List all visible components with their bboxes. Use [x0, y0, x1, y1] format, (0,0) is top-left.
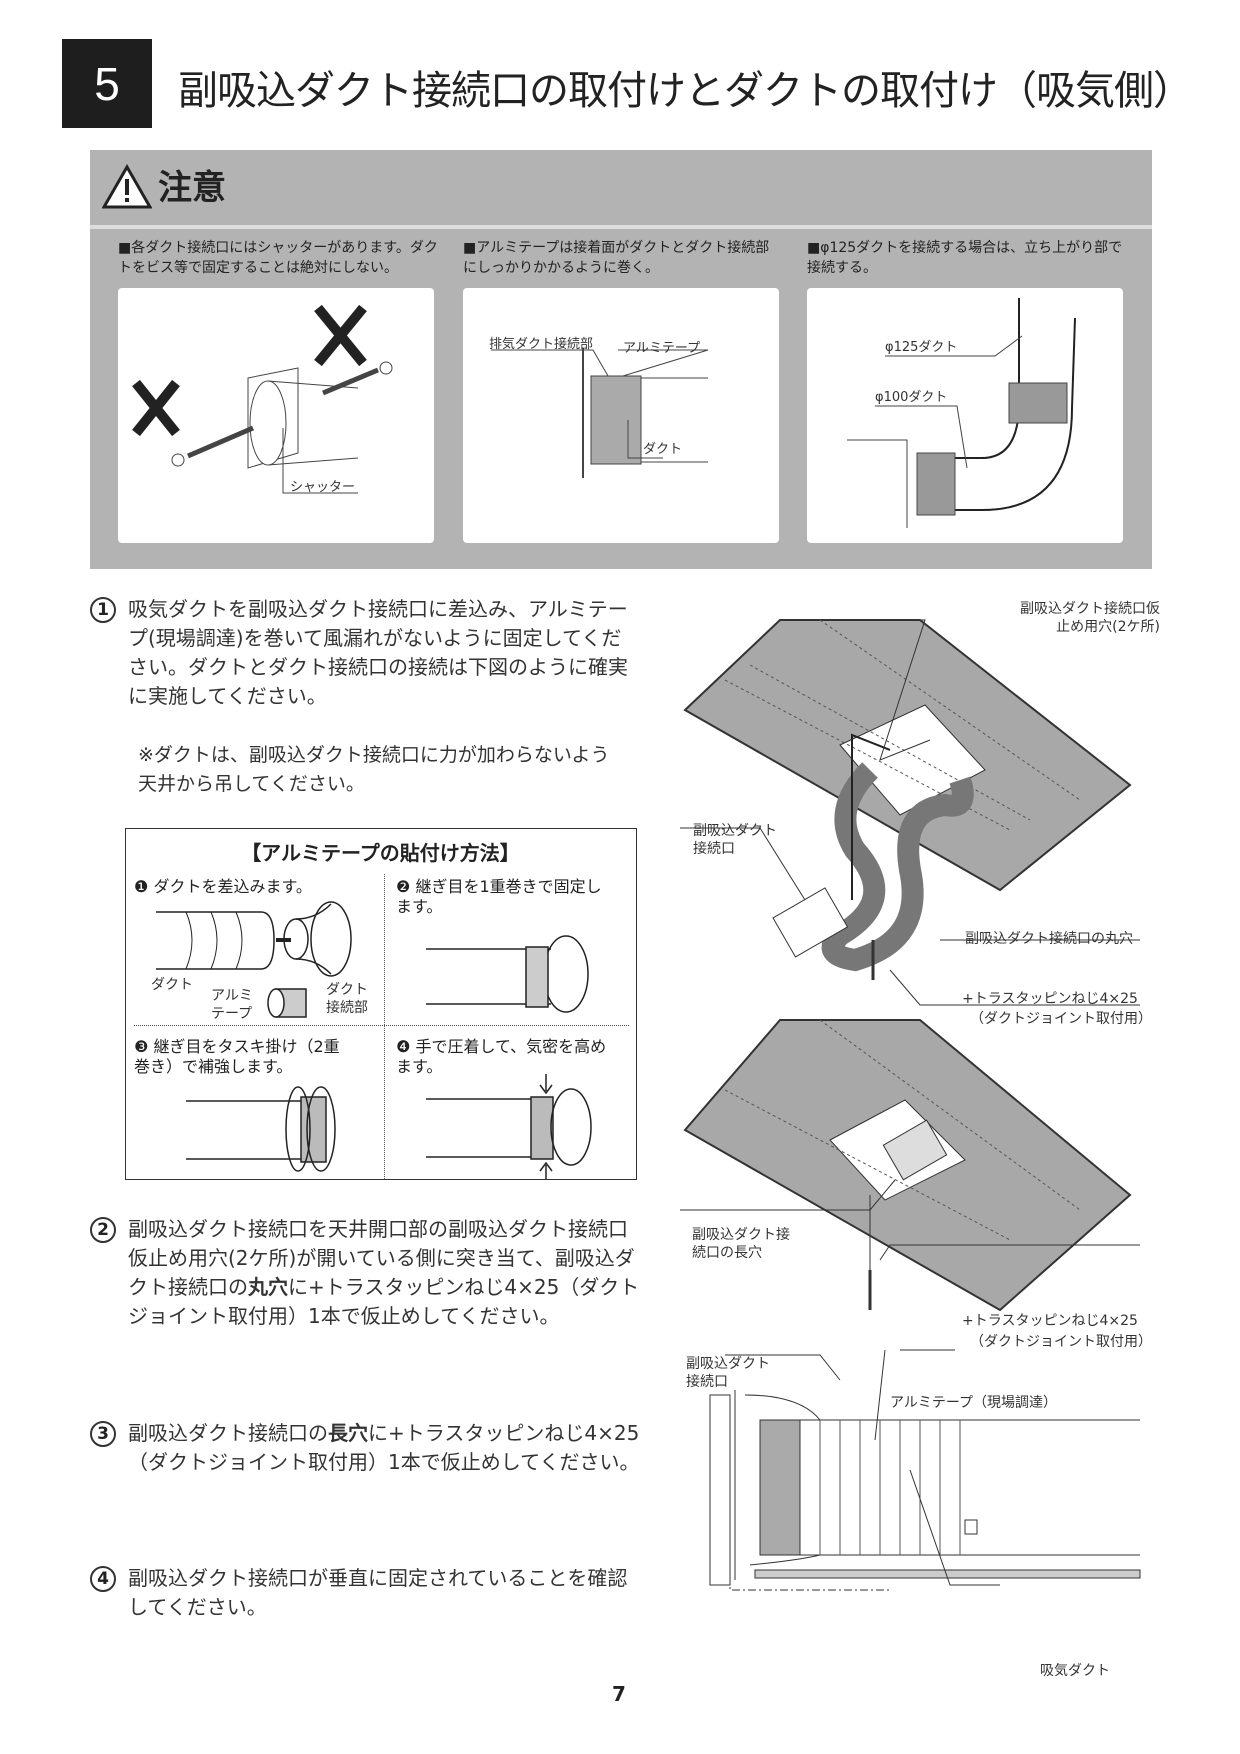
label-intake-duct: 吸気ダクト	[1040, 1663, 1110, 1679]
label-alumi-tape: アルミテープ	[623, 341, 701, 356]
caution-panel: 注意 ■各ダクト接続口にはシャッターがあります。ダクトをビス等で固定することは絶…	[90, 150, 1152, 569]
label-alumi-tape-side: アルミテープ（現場調達）	[890, 1395, 1058, 1411]
label-round-hole: 副吸込ダクト接続口の丸穴	[965, 931, 1133, 947]
page-title: 副吸込ダクト接続口の取付けとダクトの取付け（吸気側）	[178, 68, 1193, 114]
step-3-text: 副吸込ダクト接続口の長穴に+トラスタッピンねじ4×25（ダクトジョイント取付用）…	[128, 1421, 640, 1474]
ceiling-diagram-1	[680, 619, 1140, 1006]
step-4-text: 副吸込ダクト接続口が垂直に固定されていることを確認してください。	[128, 1566, 628, 1619]
tape-steps-illustration	[156, 901, 592, 1179]
tape-step-4: ❹ 手で圧着して、気密を高めます。	[396, 1037, 607, 1076]
label-duct-joint: ダクト接続部	[326, 982, 368, 1016]
label-screw-2-sub: （ダクトジョイント取付用）	[970, 1334, 1152, 1350]
step-3-number: 3	[90, 1421, 116, 1447]
caution-title: 注意	[158, 168, 226, 208]
divider	[134, 1025, 629, 1026]
tape-step-1: ❶ ダクトを差込みます。	[134, 877, 312, 896]
label-screw-1-sub: （ダクトジョイント取付用）	[970, 1011, 1152, 1027]
divider	[384, 874, 385, 1179]
no-screw-illustration	[132, 304, 393, 494]
step-1-text: 吸気ダクトを副吸込ダクト接続口に差込み、アルミテープ(現場調達)を巻いて風漏れが…	[128, 597, 628, 708]
tape-step-3: ❸ 継ぎ目をタスキ掛け（2重巻き）で補強します。	[134, 1037, 340, 1076]
label-shutter: シャッター	[290, 480, 356, 495]
label-long-hole: 副吸込ダクト接続口の長穴	[692, 1227, 790, 1261]
label-phi125: φ125ダクト	[885, 340, 958, 355]
tape-method-title: 【アルミテープの貼付け方法】	[241, 841, 520, 865]
label-alumi-tape: アルミテープ	[211, 988, 253, 1022]
shutter-illustration: シャッター	[118, 288, 434, 543]
page-number: 7	[612, 1682, 626, 1706]
step-4-number: 4	[90, 1566, 116, 1592]
caution-header: 注意	[90, 150, 1152, 225]
caution-text-1: ■各ダクト接続口にはシャッターがあります。ダクトをビス等で固定することは絶対にし…	[118, 240, 438, 276]
section-number: 5	[62, 39, 152, 128]
step-2-text: 副吸込ダクト接続口を天井開口部の副吸込ダクト接続口仮止め用穴(2ケ所)が開いてい…	[128, 1217, 640, 1328]
step-2-number: 2	[90, 1217, 116, 1243]
label-duct: ダクト	[151, 977, 193, 993]
label-duct: ダクト	[643, 442, 683, 457]
label-temp-holes: 副吸込ダクト接続口仮止め用穴(2ケ所)	[1020, 601, 1160, 635]
tape-illustration: 排気ダクト接続部 アルミテープ ダクト	[463, 288, 779, 543]
tape-method-box: 【アルミテープの貼付け方法】 ❶ ダクトを差込みます。 ❷ 継ぎ目を1重巻きで固…	[125, 828, 637, 1180]
label-phi100: φ100ダクト	[875, 390, 948, 405]
tape-joint-illustration	[491, 348, 709, 478]
ceiling-diagram-2	[680, 1019, 1140, 1312]
step-1-number: 1	[90, 597, 116, 623]
caution-text-3: ■φ125ダクトを接続する場合は、立ち上がり部で接続する。	[807, 240, 1123, 276]
installation-diagrams	[680, 619, 1141, 1591]
caution-text-2: ■アルミテープは接着面がダクトとダクト接続部にしっかりかかるように巻く。	[463, 240, 770, 276]
label-screw-2: +トラスタッピンねじ4×25	[962, 1313, 1138, 1329]
side-view-diagram	[709, 1349, 1141, 1591]
tape-step-2: ❷ 継ぎ目を1重巻きで固定します。	[396, 877, 602, 916]
divider	[90, 225, 1152, 229]
step-1-note: ※ダクトは、副吸込ダクト接続口に力が加わらないよう天井から吊してください。	[138, 744, 610, 795]
label-port: 副吸込ダクト接続口	[693, 823, 777, 857]
phi125-illustration: φ125ダクト φ100ダクト	[807, 288, 1123, 543]
warning-icon	[102, 164, 152, 209]
label-port-side: 副吸込ダクト接続口	[686, 1356, 770, 1390]
duct-bend-illustration	[847, 298, 1076, 528]
label-screw-1: +トラスタッピンねじ4×25	[962, 991, 1138, 1007]
label-exhaust-joint: 排気ダクト接続部	[489, 337, 594, 352]
